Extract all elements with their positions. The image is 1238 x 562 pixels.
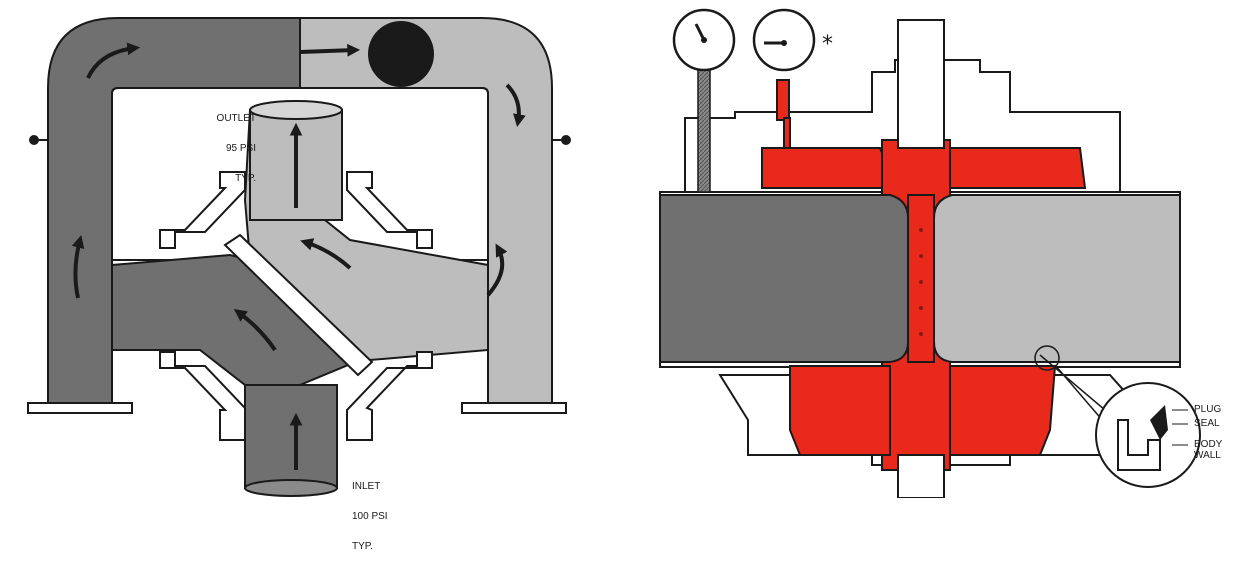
left-foot xyxy=(27,402,133,414)
plug-label: PLUG xyxy=(1194,404,1222,415)
outlet-label-line3: TYP. xyxy=(235,173,256,184)
outlet-label-line2: 95 PSI xyxy=(225,143,256,154)
inlet-pipe xyxy=(244,384,338,489)
outlet-label: OUTLET 95 PSI TYP. xyxy=(196,94,256,194)
plug-dark-half xyxy=(659,194,909,363)
seal-label: SEAL xyxy=(1194,418,1220,429)
valve-diagrams xyxy=(27,8,1201,498)
right-section-diagram xyxy=(659,8,1201,498)
plug-light-half xyxy=(933,194,1181,363)
flow-arrows xyxy=(71,42,526,470)
seal-detail-circle xyxy=(1095,382,1201,488)
outlet-label-line1: OUTLET xyxy=(216,113,256,124)
left-flow-diagram xyxy=(27,17,571,497)
pressure-gauge-right xyxy=(752,8,816,72)
right-foot xyxy=(461,402,567,414)
diagonal-plug xyxy=(223,233,374,377)
body-label: BODY xyxy=(1194,439,1223,450)
flow-ball xyxy=(368,21,434,87)
pressure-gauge-left xyxy=(672,8,736,193)
inlet-label-line3: TYP. xyxy=(352,541,373,552)
valve-stem xyxy=(897,19,945,149)
inlet-label-line2: 100 PSI xyxy=(352,511,388,522)
asterisk-marker: * xyxy=(822,32,833,57)
inlet-label: INLET 100 PSI TYP. xyxy=(352,462,388,562)
inlet-label-line1: INLET xyxy=(352,481,381,492)
wall-label: WALL xyxy=(1194,450,1221,461)
